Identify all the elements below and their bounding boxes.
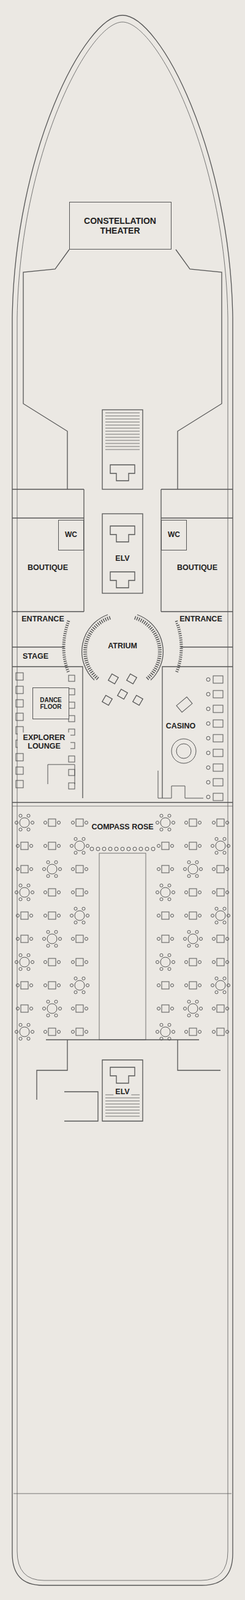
area-label: ATRIUM: [105, 641, 140, 652]
shop-label: BOUTIQUE: [25, 563, 70, 574]
room-name: DANCE FLOOR: [35, 697, 67, 712]
theater-label-box: CONSTELLATION THEATER: [69, 202, 172, 250]
room-name: CONSTELLATION THEATER: [79, 216, 162, 236]
area-label: CASINO: [164, 722, 198, 732]
elevator-label: ELV: [113, 1088, 132, 1099]
restroom-box: WC: [161, 520, 187, 552]
restroom-box: WC: [58, 520, 84, 552]
theater-walls: [23, 249, 222, 490]
area-label: EXPLORER LOUNGE: [17, 733, 71, 753]
entrance-label: ENTRANCE: [19, 614, 66, 625]
hull-inner: [17, 22, 228, 1583]
entrance-label: ENTRANCE: [177, 614, 224, 625]
area-label: STAGE: [20, 652, 51, 663]
room-name: WC: [167, 531, 181, 541]
atrium-stairs: [85, 618, 160, 680]
shop-label: BOUTIQUE: [175, 563, 220, 574]
room-name: WC: [64, 531, 78, 541]
elevator-label: ELV: [113, 554, 132, 565]
area-label: COMPASS ROSE: [89, 823, 155, 833]
dance-floor-box: DANCE FLOOR: [32, 688, 70, 721]
hull-outline: [12, 15, 233, 1588]
